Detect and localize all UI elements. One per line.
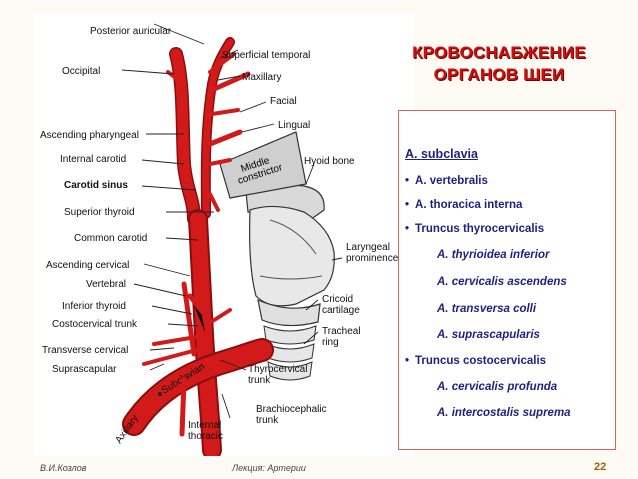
label-facial: Facial [270, 96, 297, 107]
list-item: • A. vertebralis [405, 175, 488, 187]
label-posterior-auricular: Posterior auricular [90, 26, 172, 37]
label-cricoid-cartilage: Cricoid cartilage [322, 294, 360, 316]
sub-item: A. suprascapularis [437, 329, 540, 341]
panel-heading: A. subclavia [405, 147, 478, 161]
bullet-icon: • [405, 199, 410, 211]
artery-list-panel: A. subclavia • A. vertebralis • A. thoraci… [398, 110, 616, 450]
label-occipital: Occipital [62, 66, 101, 77]
label-suprascapular: Suprascapular [52, 364, 117, 375]
label-thyrocervical-trunk: Thyrocervical trunk [248, 364, 308, 386]
label-superficial-temporal: Superficial temporal [222, 50, 311, 61]
bullet-icon: • [405, 223, 410, 235]
label-maxillary: Maxillary [242, 72, 282, 83]
label-internal-carotid: Internal carotid [60, 154, 127, 165]
label-brachiocephalic-trunk: Brachiocephalic trunk [256, 404, 327, 426]
label-hyoid-bone: Hyoid bone [304, 156, 355, 167]
list-item: • Truncus costocervicalis [405, 355, 546, 367]
list-item: • Truncus thyrocervicalis [405, 223, 544, 235]
footer-author: В.И.Козлов [40, 463, 87, 473]
label-common-carotid: Common carotid [74, 233, 148, 244]
slide-title: КРОВОСНАБЖЕНИЕ ОРГАНОВ ШЕИ [392, 42, 606, 86]
bullet-icon: • [405, 355, 410, 367]
list-item-text: A. thoracica interna [415, 199, 523, 211]
label-transverse-cervical: Transverse cervical [42, 345, 129, 356]
list-item-text: Truncus thyrocervicalis [415, 223, 545, 235]
label-carotid-sinus: Carotid sinus [64, 180, 128, 191]
artery-illustration: Middle constrictor Subclavian Axillary [113, 23, 343, 456]
label-lingual: Lingual [278, 120, 311, 131]
slide-title-line-2: ОРГАНОВ ШЕИ [433, 65, 565, 84]
label-tracheal-ring: Tracheal ring [322, 326, 361, 348]
bullet-icon: • [405, 175, 410, 187]
label-ascending-cervical: Ascending cervical [46, 260, 130, 271]
sub-item: A. transversa colli [437, 303, 537, 315]
label-superior-thyroid: Superior thyroid [64, 207, 135, 218]
list-item-text: A. vertebralis [415, 175, 488, 187]
list-item: • A. thoracica interna [405, 199, 522, 211]
label-laryngeal-prominence: Laryngeal prominence [346, 242, 399, 264]
neck-arteries-figure: Middle constrictor Subclavian Axillary [34, 14, 414, 456]
sub-item: A. intercostalis suprema [437, 407, 571, 419]
label-ascending-pharyngeal: Ascending pharyngeal [40, 130, 139, 141]
slide-title-line-1: КРОВОСНАБЖЕНИЕ [412, 43, 586, 62]
sub-item: A. cervicalis profunda [437, 381, 558, 393]
sub-item: A. cervicalis ascendens [437, 276, 567, 288]
list-item-text: Truncus costocervicalis [415, 355, 547, 367]
footer-lecture: Лекция: Артерии [232, 463, 306, 473]
label-internal-thoracic: Internal thoracic [188, 420, 224, 442]
label-inferior-thyroid: Inferior thyroid [62, 301, 126, 312]
page-number: 22 [594, 461, 607, 473]
sub-item: A. thyrioidea inferior [437, 249, 550, 261]
label-costocervical-trunk: Costocervical trunk [52, 319, 138, 330]
label-vertebral: Vertebral [86, 279, 127, 290]
